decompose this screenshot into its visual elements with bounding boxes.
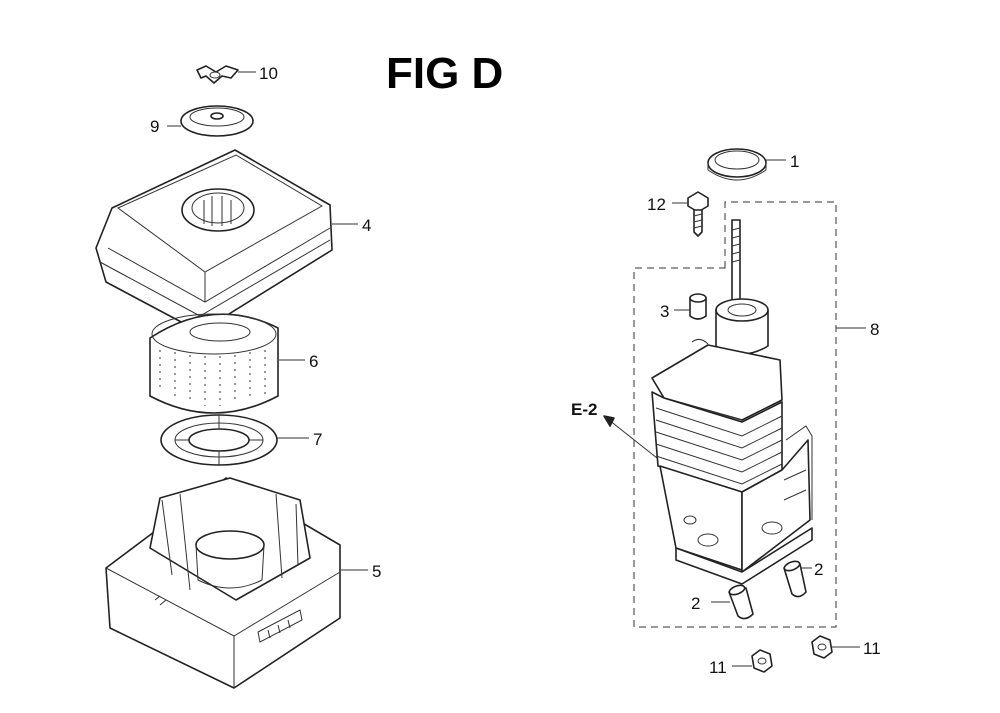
cylinder-assembly-part [651, 219, 813, 585]
nut-b-part [811, 635, 833, 659]
callout-1: 1 [790, 152, 799, 171]
callout-9: 9 [150, 117, 159, 136]
air-cleaner-cover-part [95, 149, 333, 333]
dowel-pin-a-part [728, 584, 754, 620]
callout-4: 4 [362, 216, 371, 235]
seal-ring-part [707, 148, 767, 181]
dowel-part [689, 293, 707, 320]
reference-e2: E-2 [571, 400, 597, 419]
reference-arrow [608, 419, 658, 459]
callout-6: 6 [309, 352, 318, 371]
wing-nut-part [196, 65, 239, 84]
callout-8: 8 [870, 320, 879, 339]
nut-a-part [751, 649, 773, 673]
air-cleaner-case-part [105, 477, 341, 689]
callout-11a: 11 [709, 658, 727, 677]
bolt-part [687, 191, 709, 237]
callout-2a: 2 [691, 594, 700, 613]
assembly-8-boundary [633, 201, 837, 628]
callout-2b: 2 [814, 560, 823, 579]
filter-grommet-part [160, 414, 278, 466]
air-filter-element-part [149, 313, 279, 414]
callout-7: 7 [313, 430, 322, 449]
callout-11b: 11 [863, 639, 881, 658]
callout-12: 12 [647, 195, 666, 214]
callout-3: 3 [660, 302, 669, 321]
callout-5: 5 [372, 562, 381, 581]
figure-title: FIG D [386, 49, 503, 98]
dowel-pin-b-part [783, 560, 807, 598]
callout-10: 10 [259, 64, 278, 83]
grommet-cap-part [180, 105, 254, 137]
